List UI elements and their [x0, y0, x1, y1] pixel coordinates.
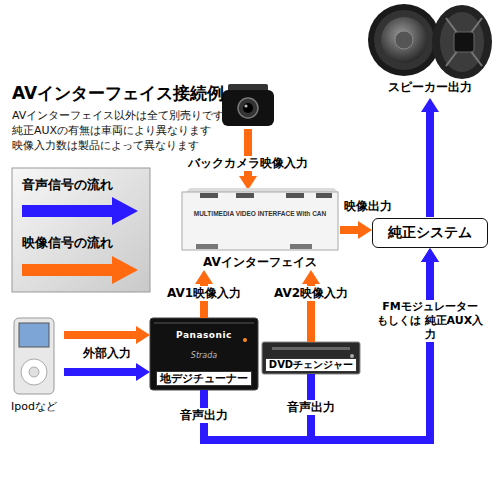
edge-label-holder: 音声出力 [284, 400, 338, 415]
note-text: 映像入力数は製品によって異なります [12, 138, 199, 153]
edge-label: 映像出力 [341, 199, 395, 214]
edge-label-holder: AV1映像入力 [164, 286, 244, 301]
ipod-box: Ipodなど [4, 316, 64, 414]
tuner-picture [150, 318, 258, 390]
edge-label-holder: 映像出力 [341, 199, 395, 214]
signal-label: FMモジュレーター もしくは 純正AUX入力 [373, 300, 487, 342]
label-holder: バックカメラ映像入力 [185, 156, 311, 171]
edge-label: 外部入力 [80, 346, 134, 361]
node-label: DVDチェンジャー [265, 358, 357, 372]
signal-label: スピーカー出力 [385, 80, 475, 95]
label-holder: AVインターフェイス以外は全て別売りです [12, 108, 224, 123]
legend-panel [12, 168, 150, 292]
dvd-picture [262, 342, 360, 374]
speaker-picture [368, 4, 492, 79]
signal-arrow [64, 368, 136, 376]
label-holder: FMモジュレーター もしくは 純正AUX入力 [373, 300, 487, 342]
dvd-box: DVDチェンジャー [260, 342, 363, 374]
title-holder: AVインターフェイス接続例 [12, 82, 224, 105]
edge-label: 音声出力 [284, 400, 338, 415]
edge-label-holder: 音声出力 [177, 408, 231, 423]
signal-label: バックカメラ映像入力 [185, 156, 311, 171]
label-holder: スピーカー出力 [385, 80, 475, 95]
note-text: 純正AUXの有無は車両により異なります [12, 123, 211, 138]
edge-label-holder: 外部入力 [80, 346, 134, 361]
legend-item: 音声信号の流れ [22, 176, 113, 194]
camera-picture [222, 84, 274, 126]
node-label: Panasonic [176, 330, 232, 340]
node-text: Strada [191, 351, 217, 360]
node-label: MULTIMEDIA VIDEO INTERFACE With CAN [194, 210, 326, 217]
interface-box: MULTIMEDIA VIDEO INTERFACE With CAN AVインタ… [180, 188, 340, 270]
legend-arrow-video [22, 256, 138, 284]
label-holder: 映像入力数は製品によって異なります [12, 138, 199, 153]
edge-label: AV2映像入力 [271, 286, 351, 301]
node-label: Ipodなど [11, 400, 57, 414]
legend-item: 映像信号の流れ [22, 234, 113, 252]
node-label: 純正システム [388, 224, 472, 242]
edge-label: AV1映像入力 [164, 286, 244, 301]
system-box: 純正システム [372, 218, 488, 248]
signal-arrow [340, 226, 358, 234]
legend-text: 音声信号の流れ [22, 176, 113, 194]
note-text: AVインターフェイス以外は全て別売りです [12, 108, 224, 123]
diagram-title: AVインターフェイス接続例 [12, 82, 224, 105]
edge-label-holder: AV2映像入力 [271, 286, 351, 301]
node-text: 地デジチューナー [156, 371, 252, 386]
node-text: AVインターフェイス [203, 255, 317, 270]
legend-text: 映像信号の流れ [22, 234, 113, 252]
tuner-box: PanasonicStrada 地デジチューナー [150, 318, 258, 390]
legend-arrow-audio [22, 197, 138, 225]
edge-label: 音声出力 [177, 408, 231, 423]
ipod-picture [14, 318, 54, 394]
interface-picture [182, 188, 338, 250]
speaker-arrow [426, 112, 434, 217]
label-holder: 純正AUXの有無は車両により異なります [12, 123, 211, 138]
signal-arrow [64, 331, 136, 339]
